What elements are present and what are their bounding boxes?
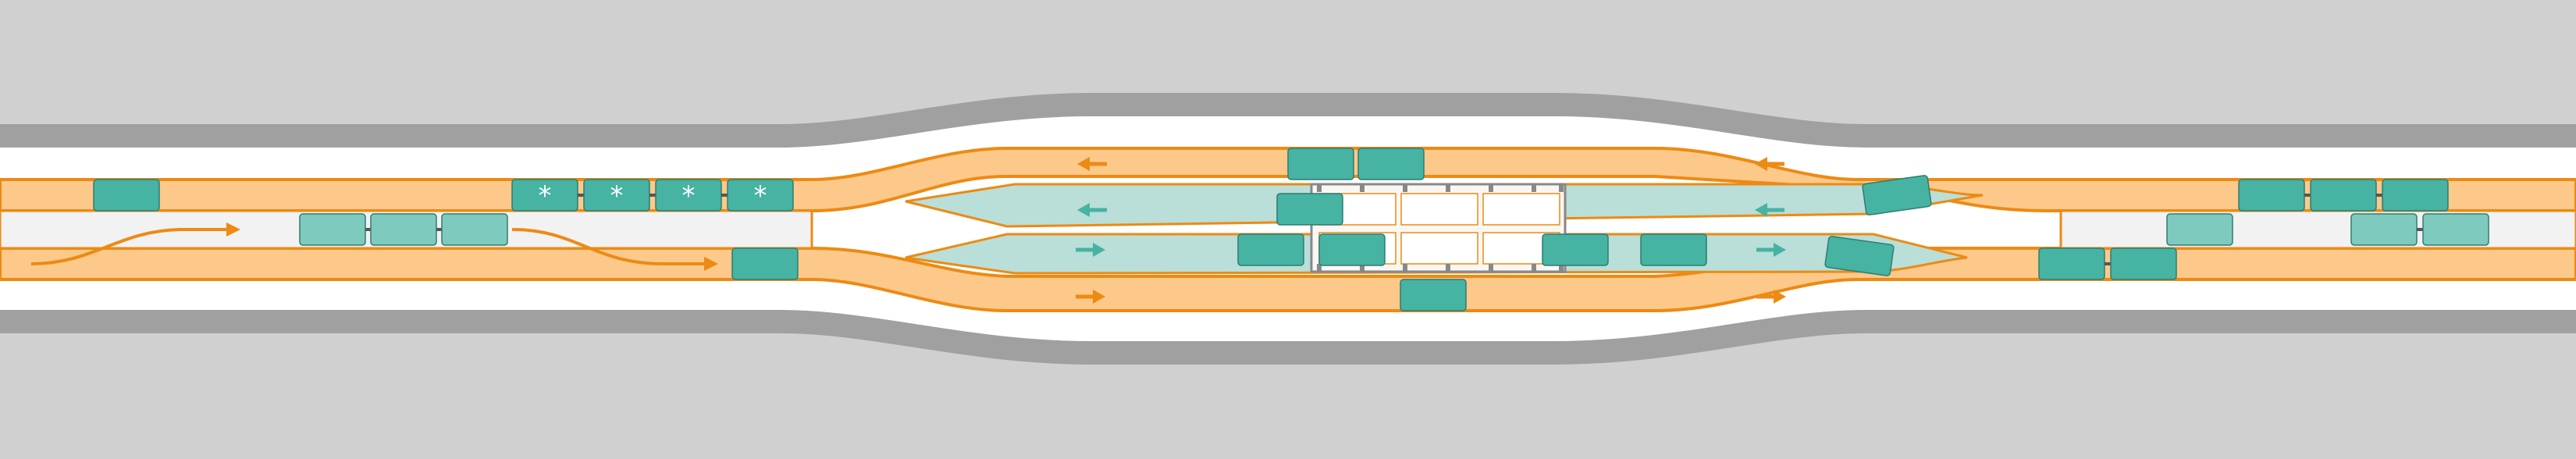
south-shoulder bbox=[0, 310, 2576, 365]
waiting-bus bbox=[2166, 213, 2233, 246]
arrow-icon bbox=[704, 257, 718, 271]
bus bbox=[1276, 193, 1343, 226]
bus bbox=[1862, 175, 1932, 215]
lane-change-path bbox=[30, 228, 226, 265]
bus-coupler bbox=[2417, 228, 2423, 231]
bus-coupler bbox=[649, 194, 656, 197]
lane-change-path bbox=[511, 228, 704, 265]
bus-coupler bbox=[2304, 194, 2311, 197]
asterisk-icon: * bbox=[539, 180, 552, 212]
arrows-layer bbox=[30, 157, 1786, 304]
arrow-icon bbox=[1093, 290, 1105, 304]
bus bbox=[2382, 179, 2449, 212]
waiting-bus bbox=[370, 213, 437, 246]
median-strip-east bbox=[2059, 209, 2576, 250]
platform-pillar bbox=[1403, 264, 1407, 272]
platform-pillar bbox=[1446, 264, 1450, 272]
north-shoulder bbox=[0, 93, 2576, 148]
bus-coupler bbox=[578, 194, 584, 197]
platform-bay bbox=[1400, 193, 1478, 226]
bus-coupler bbox=[365, 228, 372, 231]
platform-pillar bbox=[1446, 184, 1450, 192]
asterisk-icon: * bbox=[682, 180, 696, 212]
arrow-icon bbox=[1077, 203, 1090, 217]
bus-coupler bbox=[2105, 262, 2111, 265]
vehicles-layer: * * * * bbox=[93, 148, 2489, 311]
marked-bus bbox=[727, 179, 794, 212]
road-layer bbox=[0, 93, 2576, 365]
waiting-bus bbox=[2350, 213, 2418, 246]
waiting-bus bbox=[299, 213, 366, 246]
bus bbox=[1318, 233, 1386, 266]
asterisk-icon: * bbox=[754, 180, 767, 212]
bus bbox=[1287, 148, 1354, 180]
arrow-icon bbox=[1755, 203, 1767, 217]
platform-pillar bbox=[1489, 184, 1493, 192]
platform-pillar bbox=[1489, 264, 1493, 272]
arrow-icon bbox=[226, 222, 240, 237]
bus bbox=[2310, 179, 2377, 212]
asterisk-icon: * bbox=[610, 180, 624, 212]
waiting-bus bbox=[441, 213, 508, 246]
arrow-icon bbox=[1774, 243, 1786, 257]
waiting-bus bbox=[2422, 213, 2489, 246]
platform-pillar bbox=[1403, 184, 1407, 192]
bus bbox=[2238, 179, 2305, 212]
platform-pillar bbox=[1317, 184, 1322, 192]
platform-pillar bbox=[1559, 264, 1564, 272]
platform-pillar bbox=[1559, 184, 1564, 192]
platform-pillar bbox=[1360, 184, 1364, 192]
arrow-icon bbox=[1077, 157, 1090, 171]
bus bbox=[1357, 148, 1425, 180]
arrow-icon bbox=[1755, 157, 1767, 171]
bus bbox=[1400, 279, 1467, 311]
bus bbox=[1640, 233, 1707, 266]
platform-pillar bbox=[1360, 264, 1364, 272]
platform-pillar bbox=[1532, 184, 1536, 192]
arrow-icon bbox=[1774, 290, 1786, 304]
bus bbox=[731, 247, 799, 280]
roadway-surface bbox=[0, 116, 2576, 341]
platform-pillar bbox=[1317, 264, 1322, 272]
arrow-icon bbox=[1093, 243, 1105, 257]
bus bbox=[2038, 247, 2105, 280]
bus bbox=[1237, 233, 1304, 266]
platform-bay bbox=[1400, 232, 1478, 265]
bus bbox=[1542, 233, 1609, 266]
bus bbox=[2110, 247, 2177, 280]
platform-bay bbox=[1482, 193, 1560, 226]
bus-coupler bbox=[436, 228, 443, 231]
bus-coupler bbox=[721, 194, 728, 197]
bus bbox=[93, 179, 160, 212]
platform-pillar bbox=[1532, 264, 1536, 272]
bus bbox=[1824, 236, 1895, 276]
bus-coupler bbox=[2376, 194, 2382, 197]
